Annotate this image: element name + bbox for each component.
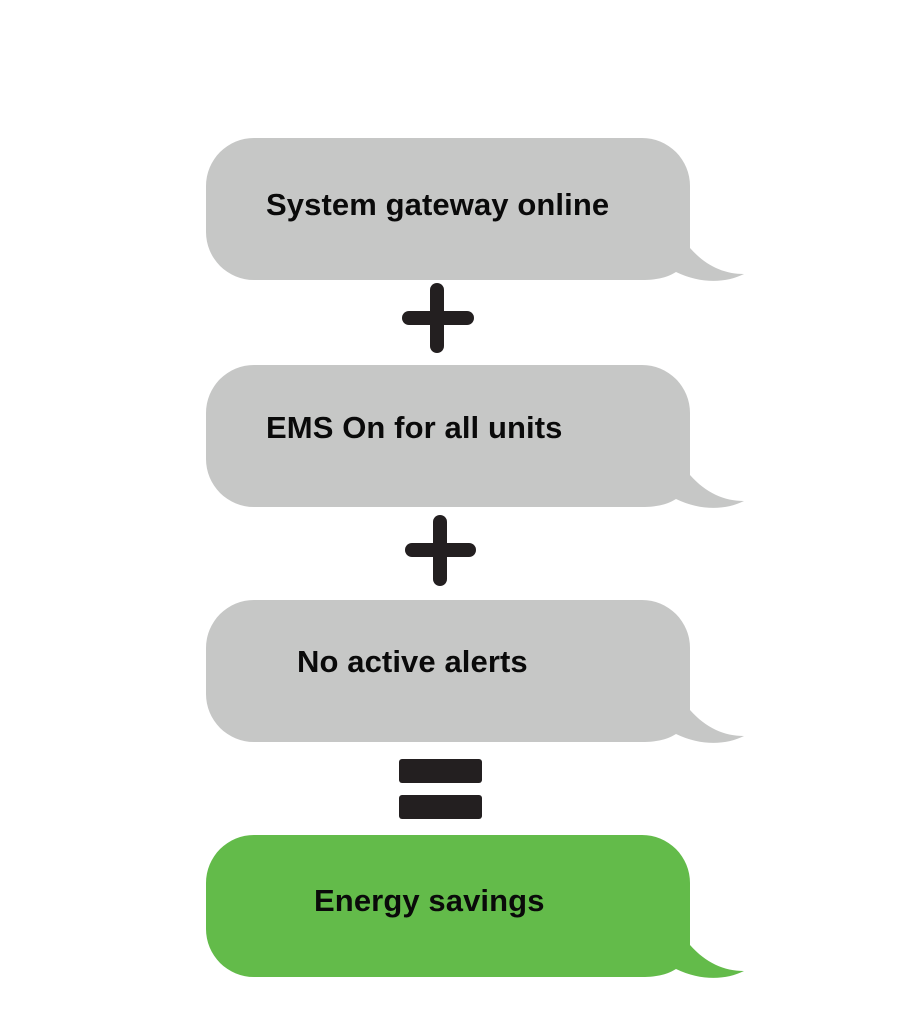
plus-icon — [405, 515, 476, 586]
equals-bottom-bar — [399, 795, 482, 819]
equals-top-bar — [399, 759, 482, 783]
condition-label: EMS On for all units — [266, 410, 563, 445]
speech-bubble-shape — [206, 138, 744, 281]
condition-bubble-gateway: System gateway online — [206, 138, 744, 281]
speech-bubble-shape — [206, 835, 744, 978]
condition-bubble-ems: EMS On for all units — [206, 365, 744, 508]
plus-icon — [402, 283, 474, 353]
condition-label: System gateway online — [266, 187, 610, 222]
plus-horizontal-bar — [405, 543, 476, 557]
condition-label: No active alerts — [297, 644, 528, 679]
speech-bubble-shape — [206, 600, 744, 743]
speech-bubble-shape — [206, 365, 744, 508]
equals-icon — [399, 759, 482, 819]
condition-bubble-alerts: No active alerts — [206, 600, 744, 743]
result-label: Energy savings — [314, 883, 545, 918]
result-bubble-energy-savings: Energy savings — [206, 835, 744, 978]
plus-horizontal-bar — [402, 311, 474, 325]
